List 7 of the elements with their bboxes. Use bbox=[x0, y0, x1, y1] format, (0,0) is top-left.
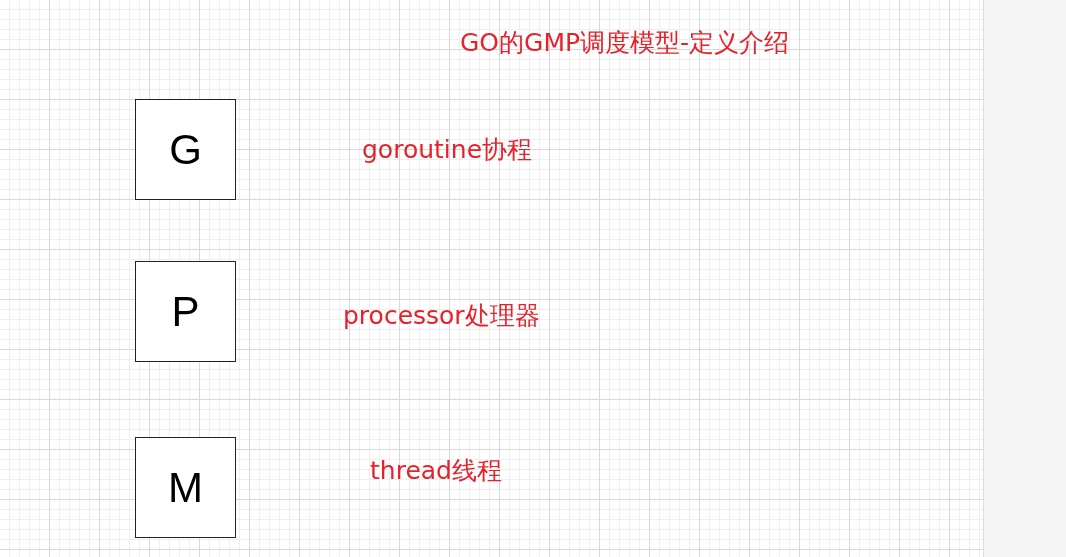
letter-box: P bbox=[135, 261, 236, 362]
letter-box: M bbox=[135, 437, 236, 538]
label-text: processor处理器 bbox=[343, 301, 540, 331]
label-text: thread线程 bbox=[370, 456, 502, 486]
title: GO的GMP调度模型-定义介绍 bbox=[460, 28, 790, 58]
letter-box: G bbox=[135, 99, 236, 200]
label-text: goroutine协程 bbox=[362, 135, 532, 165]
